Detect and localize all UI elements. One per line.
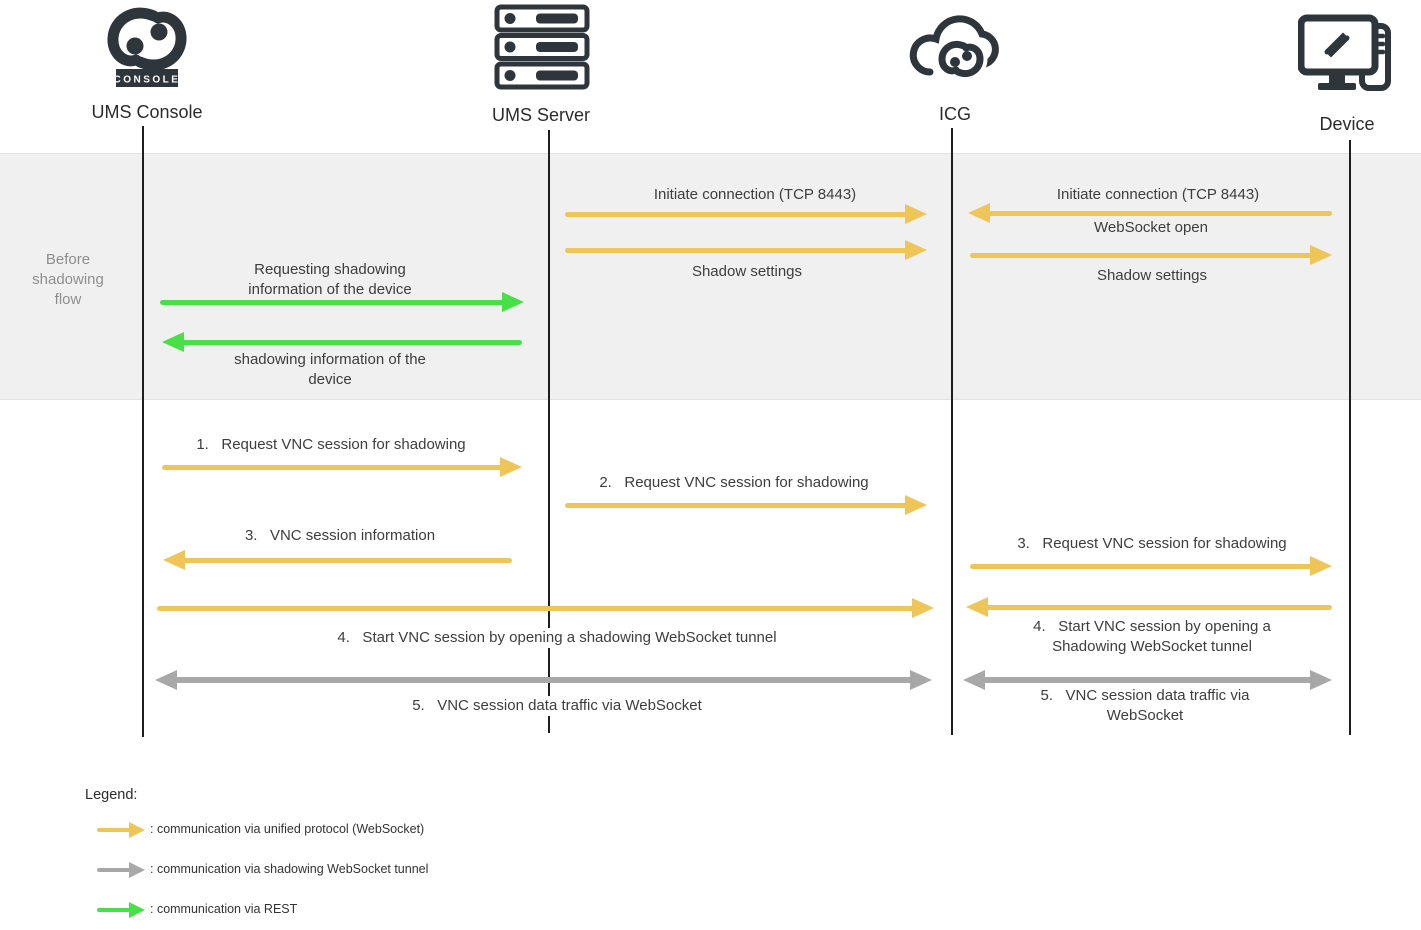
icg-cloud-icon [909,15,999,81]
arrow-initiate-ums-icg [565,204,927,224]
actor-label-ums-console: UMS Console [91,102,203,122]
arrow-step5-right [963,670,1332,690]
label-initiate-ums-icg: Initiate connection (TCP 8443) [653,186,857,203]
ums-server-icon [494,4,590,90]
label-initiate-device-icg: Initiate connection (TCP 8443) [1056,186,1260,203]
actor-label-ums-server: UMS Server [491,105,591,125]
legend-rest-arrow [97,900,145,920]
label-shadow-settings-icg: Shadow settings [691,263,803,280]
arrow-step3-left [163,550,512,570]
label-step3: 3. VNC session information [244,527,436,544]
ums-console-icon: CONSOLE [107,7,187,87]
lifeline-icg [951,128,953,735]
lifeline-device [1349,140,1351,735]
label-step3-right: 3. Request VNC session for shadowing [1017,535,1287,552]
actor-label-icg: ICG [938,104,972,124]
label-websocket-open: WebSocket open [1094,219,1208,236]
legend-unified-arrow [97,820,145,840]
arrow-step4-right [966,597,1332,617]
console-badge-text: CONSOLE [114,75,181,86]
label-step5-long: 5. VNC session data traffic via WebSocke… [404,696,710,716]
arrow-step2 [565,495,927,515]
lifeline-ums-console [142,126,144,737]
label-shadow-settings-device: Shadow settings [1096,267,1208,284]
legend-rest-text: : communication via REST [150,902,298,916]
arrow-initiate-device-icg [968,203,1332,223]
arrow-step1 [162,457,522,477]
arrow-shadow-settings-icg [565,240,927,260]
device-icon [1298,14,1391,91]
arrow-step3-right [970,556,1332,576]
arrow-request-shadow-info [160,292,524,312]
arrow-shadow-info-response [162,332,522,352]
actor-label-device: Device [1319,114,1375,134]
label-step1: 1. Request VNC session for shadowing [196,436,466,453]
arrow-step4-long [157,598,934,618]
before-shadowing-band [0,153,1421,400]
arrow-step5-long [155,670,932,690]
legend-title: Legend: [85,787,138,803]
lifeline-ums-server [548,130,550,733]
legend-unified-text: : communication via unified protocol (We… [150,822,425,836]
label-step4-long: 4. Start VNC session by opening a shadow… [329,628,785,648]
arrow-shadow-settings-device [970,245,1332,265]
legend-tunnel-arrow [97,860,145,880]
legend-tunnel-text: : communication via shadowing WebSocket … [150,862,429,876]
label-step2: 2. Request VNC session for shadowing [599,474,869,491]
